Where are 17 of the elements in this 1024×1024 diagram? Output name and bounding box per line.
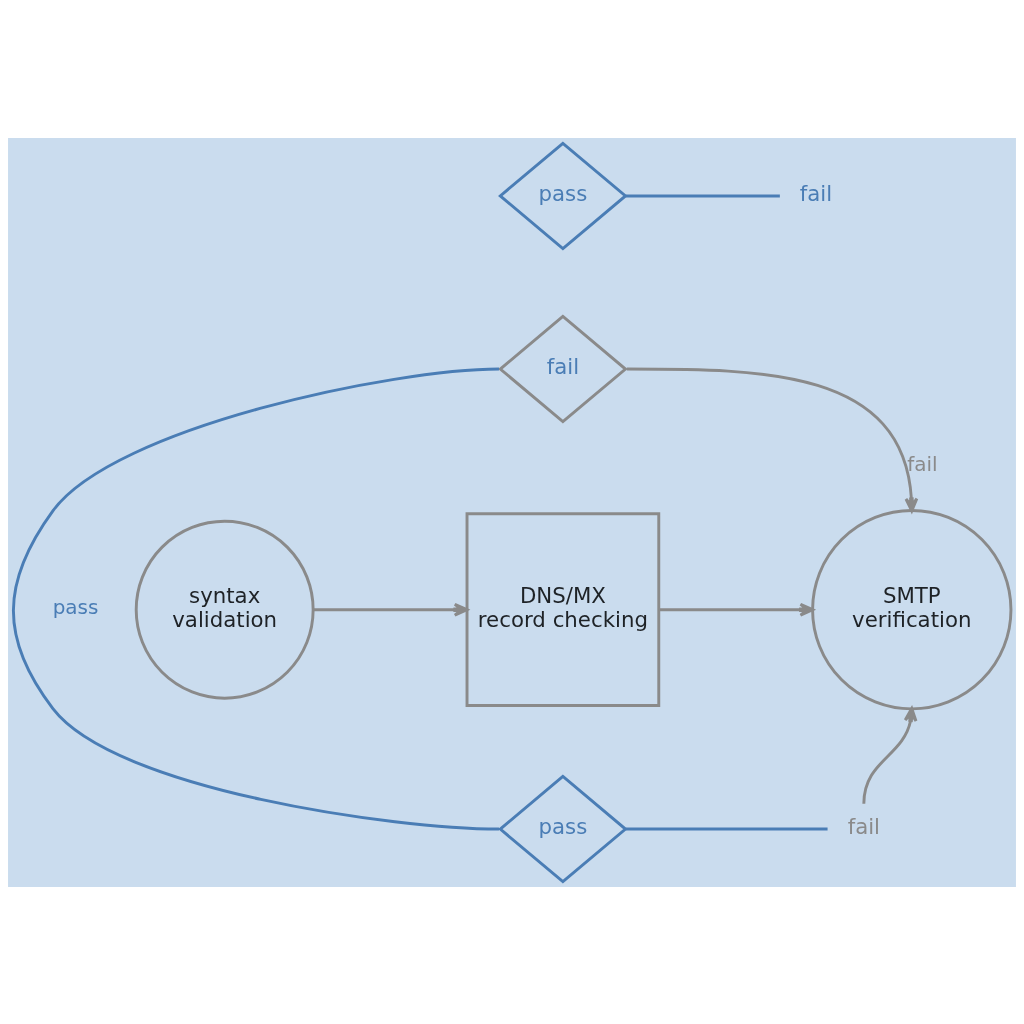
- arrow: [862, 706, 918, 804]
- node-diamond: fail: [498, 314, 628, 424]
- node-diamond: pass: [498, 774, 628, 884]
- edge-label: pass: [52, 594, 99, 619]
- arrow: [626, 367, 919, 512]
- node-circle: syntax validation: [134, 519, 315, 700]
- connector: [625, 827, 828, 831]
- connector: [625, 193, 780, 197]
- node-box: DNS/MX record checking: [465, 511, 661, 707]
- arrow: [659, 602, 814, 617]
- edge-label: fail: [907, 451, 938, 476]
- connector: [12, 367, 500, 831]
- node-diamond: pass: [498, 140, 628, 250]
- arrow: [313, 602, 469, 617]
- node-text: fail: [799, 180, 833, 206]
- node-text: fail: [847, 813, 881, 839]
- node-circle: SMTP verification: [811, 508, 1013, 710]
